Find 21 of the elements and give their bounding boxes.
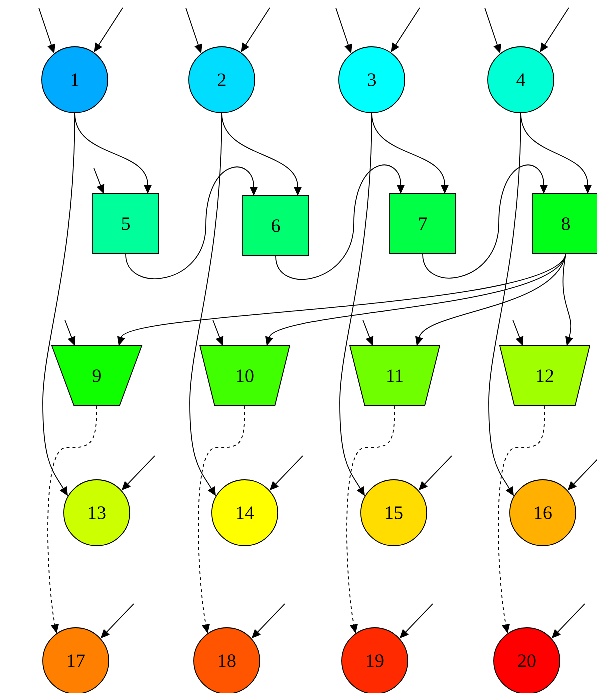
circle-node: 19 bbox=[342, 628, 408, 693]
trapezoid-box: 11 bbox=[350, 346, 440, 406]
square-box: 7 bbox=[390, 194, 456, 254]
arrow bbox=[422, 164, 548, 279]
circle-node: 13 bbox=[64, 480, 130, 546]
circle-node: 16 bbox=[510, 480, 576, 546]
circle-node: 4 bbox=[488, 46, 554, 114]
circle-node: 2 bbox=[188, 46, 256, 114]
arrow bbox=[126, 166, 258, 280]
circle-node: 17 bbox=[42, 628, 110, 693]
circle-node: 14 bbox=[212, 480, 278, 546]
circle-node: 1 bbox=[42, 46, 108, 114]
trapezoid-box: 10 bbox=[200, 346, 290, 406]
circle-node: 3 bbox=[338, 46, 406, 114]
arrow bbox=[276, 164, 406, 280]
circle-node: 18 bbox=[194, 628, 260, 693]
circle-node: 20 bbox=[494, 628, 560, 693]
square-box: 8 bbox=[532, 194, 597, 254]
circle-node: 15 bbox=[360, 480, 428, 546]
square-box: 6 bbox=[242, 196, 310, 256]
square-box: 5 bbox=[92, 194, 160, 254]
